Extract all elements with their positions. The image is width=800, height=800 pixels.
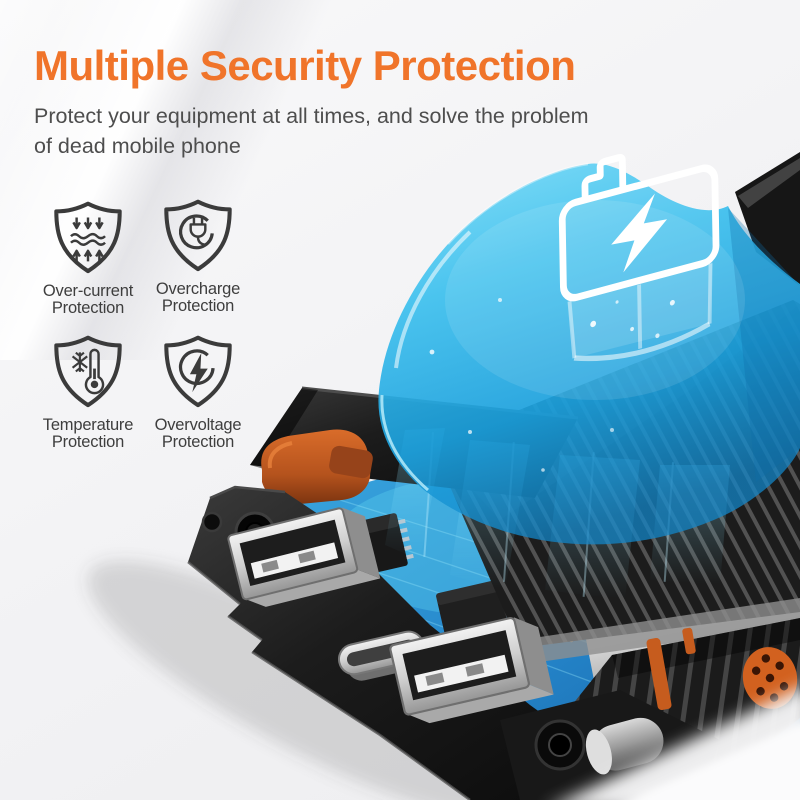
- page-subtitle: Protect your equipment at all times, and…: [34, 101, 589, 161]
- orange-latch: [646, 637, 672, 711]
- temperature-shield-icon: [54, 335, 122, 408]
- header: Multiple Security Protection Protect you…: [34, 42, 589, 161]
- subtitle-line-2: of dead mobile phone: [34, 134, 241, 159]
- solar-panel-corner: [735, 152, 800, 286]
- power-button: [585, 717, 664, 775]
- over-current-shield-icon: [54, 201, 122, 274]
- screw-hole-small: [201, 511, 223, 533]
- feature-label-line2: Protection: [51, 433, 125, 452]
- foreground-blur: [565, 687, 800, 800]
- feature-overcharge: Overcharge Protection: [140, 196, 256, 316]
- screw-post: [534, 719, 586, 771]
- led-flashlight-orange: [742, 647, 798, 709]
- feature-over-current: Over-current Protection: [30, 198, 146, 318]
- lightning-bolt-icon: [611, 193, 668, 273]
- feature-label-line2: Protection: [161, 297, 235, 316]
- subtitle-line-1: Protect your equipment at all times, and…: [34, 104, 589, 129]
- orange-bumper: [261, 429, 373, 505]
- battery-charging-icon: [558, 153, 720, 362]
- feature-temperature: Temperature Protection: [30, 332, 146, 452]
- feature-label-line2: Protection: [161, 433, 235, 452]
- overcharge-shield-icon: [164, 199, 232, 272]
- feature-label-line1: Over-current: [42, 282, 134, 300]
- overvoltage-shield-icon: [164, 335, 232, 408]
- page-title: Multiple Security Protection: [34, 42, 576, 89]
- feature-label-line1: Overvoltage: [154, 416, 242, 434]
- feature-overvoltage: Overvoltage Protection: [140, 332, 256, 452]
- feature-label-line1: Temperature: [42, 416, 134, 434]
- feature-label-line2: Protection: [51, 299, 125, 318]
- sparkles: [590, 299, 675, 339]
- feature-label-line1: Overcharge: [155, 280, 241, 298]
- lightning-bolt-glyph: [189, 353, 208, 393]
